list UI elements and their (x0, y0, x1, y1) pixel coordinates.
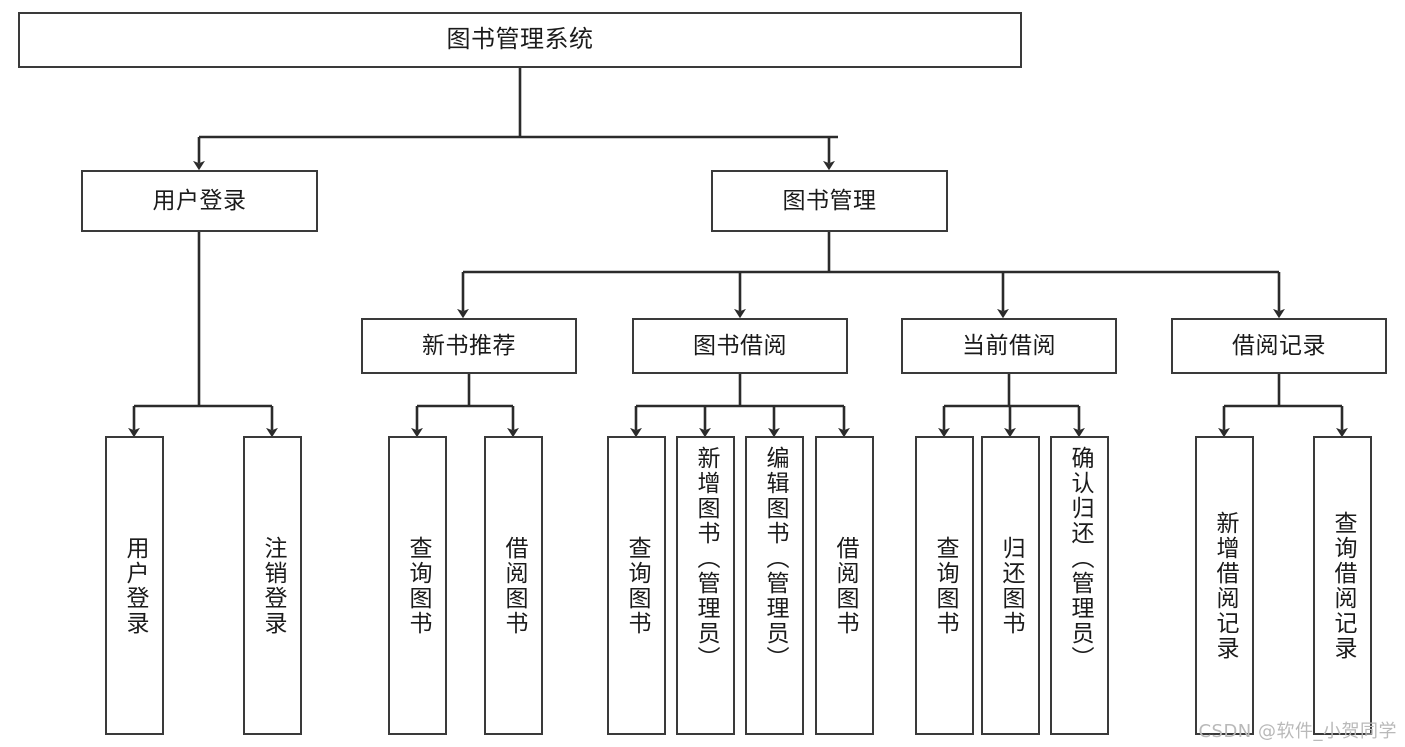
leaf-user-login[interactable]: 用户登录 (105, 436, 164, 735)
node-label: 借阅图书 (832, 535, 858, 636)
node-borrow-record[interactable]: 借阅记录 (1171, 318, 1387, 374)
node-label: 当前借阅 (962, 332, 1056, 359)
leaf-logout[interactable]: 注销登录 (243, 436, 302, 735)
node-label: 新书推荐 (422, 332, 516, 359)
node-book-borrow[interactable]: 图书借阅 (632, 318, 848, 374)
node-label: 图书管理 (782, 187, 877, 214)
leaf-bb-borrow-book[interactable]: 借阅图书 (815, 436, 874, 735)
node-label: 查询借阅记录 (1330, 510, 1356, 661)
node-label: 查询图书 (405, 535, 431, 636)
leaf-bb-edit-book-admin[interactable]: 编辑图书（管理员） (745, 436, 804, 735)
node-label: 归还图书 (998, 535, 1024, 636)
leaf-bb-query-book[interactable]: 查询图书 (607, 436, 666, 735)
csdn-watermark: CSDN @软件_小贺同学 (1198, 721, 1397, 742)
node-label: 注销登录 (260, 535, 286, 636)
node-label: 查询图书 (624, 535, 650, 636)
node-label: 用户登录 (122, 535, 148, 636)
node-label: 编辑图书（管理员） (762, 446, 788, 671)
node-book-manage[interactable]: 图书管理 (711, 170, 948, 232)
leaf-br-add-record[interactable]: 新增借阅记录 (1195, 436, 1254, 735)
leaf-nbr-borrow-book[interactable]: 借阅图书 (484, 436, 543, 735)
node-user-login[interactable]: 用户登录 (81, 170, 318, 232)
leaf-cb-query-book[interactable]: 查询图书 (915, 436, 974, 735)
leaf-nbr-query-book[interactable]: 查询图书 (388, 436, 447, 735)
node-label: 新增图书（管理员） (693, 446, 719, 671)
node-label: 借阅图书 (501, 535, 527, 636)
leaf-cb-return-book[interactable]: 归还图书 (981, 436, 1040, 735)
node-label: 确认归还（管理员） (1067, 446, 1093, 671)
node-new-book-recommend[interactable]: 新书推荐 (361, 318, 577, 374)
node-label: 借阅记录 (1232, 332, 1326, 359)
node-label: 用户登录 (152, 187, 247, 214)
node-root-system[interactable]: 图书管理系统 (18, 12, 1022, 68)
leaf-bb-add-book-admin[interactable]: 新增图书（管理员） (676, 436, 735, 735)
leaf-br-query-record[interactable]: 查询借阅记录 (1313, 436, 1372, 735)
node-label: 新增借阅记录 (1212, 510, 1238, 661)
leaf-cb-confirm-return-admin[interactable]: 确认归还（管理员） (1050, 436, 1109, 735)
node-label: 图书借阅 (693, 332, 787, 359)
node-label: 图书管理系统 (446, 25, 594, 54)
node-current-borrow[interactable]: 当前借阅 (901, 318, 1117, 374)
node-label: 查询图书 (932, 535, 958, 636)
